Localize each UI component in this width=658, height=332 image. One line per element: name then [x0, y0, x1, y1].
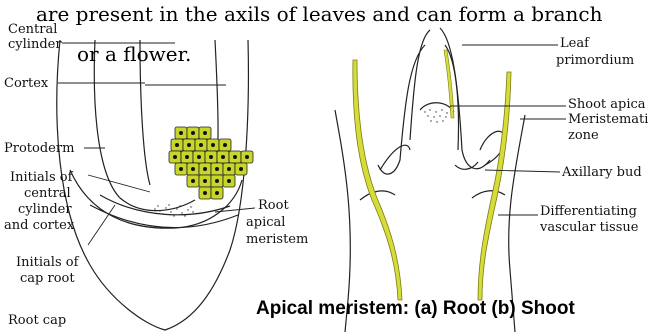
shoot-leader-lines	[450, 45, 566, 215]
vascular-strands	[353, 50, 511, 300]
label-leaf-primordium-1: Leaf	[560, 36, 589, 51]
label-differentiating-1: Differentiating	[540, 204, 637, 219]
label-cortex: Cortex	[4, 76, 48, 91]
label-shoot-apica: Shoot apica	[568, 97, 646, 112]
label-root-cap: Root cap	[8, 313, 66, 328]
label-root-apical-3: meristem	[246, 232, 308, 247]
label-initials-central-2: central	[24, 186, 71, 201]
figure-caption: Apical meristem: (a) Root (b) Shoot	[256, 298, 575, 320]
label-initials-central-4: and cortex	[4, 218, 74, 233]
label-central-cylinder-1: Central	[8, 22, 57, 37]
label-root-apical-2: apical	[246, 215, 285, 230]
label-initials-cap-2: cap root	[20, 271, 75, 286]
label-leaf-primordium-2: primordium	[556, 53, 634, 68]
label-zone: zone	[568, 128, 599, 143]
label-initials-central-3: cylinder	[18, 202, 72, 217]
label-central-cylinder-2: cylinder	[8, 37, 62, 52]
overlay-line-2: or a flower.	[77, 42, 191, 66]
label-differentiating-2: vascular tissue	[540, 220, 638, 235]
label-initials-cap-1: Initials of	[16, 255, 78, 270]
leaf-primordium-left	[378, 45, 425, 174]
label-meristemati: Meristemati	[568, 112, 648, 127]
shoot-stipple	[424, 109, 447, 122]
vascular-strand-left	[353, 60, 402, 300]
label-initials-central-1: Initials of	[10, 170, 72, 185]
label-root-apical-1: Root	[258, 198, 289, 213]
label-protoderm: Protoderm	[4, 141, 74, 156]
overlay-line-1: are present in the axils of leaves and c…	[36, 2, 603, 26]
label-axillary-bud: Axillary bud	[562, 165, 642, 180]
